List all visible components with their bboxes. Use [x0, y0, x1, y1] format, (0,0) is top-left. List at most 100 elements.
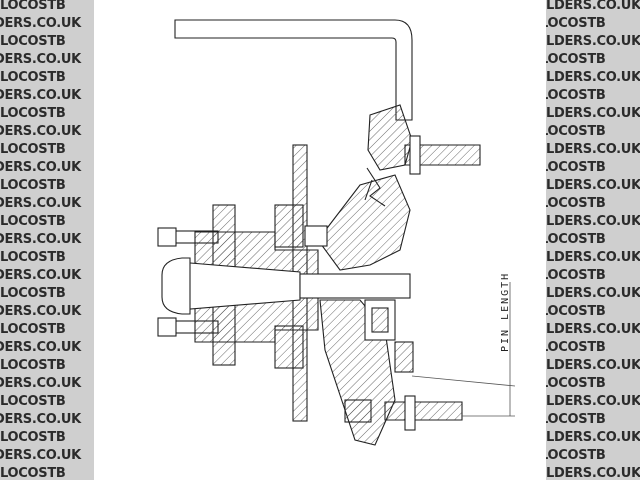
- watermark-text: LOCOSTB: [0, 0, 66, 13]
- main-shaft: [299, 273, 411, 299]
- watermark-text: LDERS.CO.UK: [546, 178, 640, 193]
- lower-pin-head: [404, 395, 416, 431]
- upper-pin-head: [409, 135, 421, 175]
- watermark-text: LDERS.CO.UK: [546, 322, 640, 337]
- watermark-text: LOCOSTB: [0, 34, 66, 49]
- watermark-text: LOCOSTB: [0, 214, 66, 229]
- watermark-row: LOCOSTB DERS.CO.UK: [0, 320, 94, 356]
- watermark-text: LOCOSTB: [0, 178, 66, 193]
- watermark-text: LOCOSTB: [546, 232, 606, 247]
- angled-carrier: [317, 174, 411, 271]
- watermark-row: LOCOSTB DERS.CO.UK: [0, 428, 94, 464]
- watermark-text: DERS.CO.UK: [0, 232, 81, 247]
- watermark-text: LOCOSTB: [546, 304, 606, 319]
- dimension-lines: [411, 282, 516, 417]
- watermark-text: LDERS.CO.UK: [546, 430, 640, 445]
- watermark-text: LDERS.CO.UK: [546, 286, 640, 301]
- watermark-text: DERS.CO.UK: [0, 268, 81, 283]
- watermark-text: LDERS.CO.UK: [546, 106, 640, 121]
- hub-step: [274, 204, 304, 248]
- watermark-text: LDERS.CO.UK: [546, 358, 640, 373]
- watermark-text: LOCOSTB: [0, 466, 66, 480]
- watermark-text: LOCOSTB: [546, 88, 606, 103]
- watermark-row: LDERS.CO.UK LOCOSTB: [546, 356, 640, 392]
- watermark-text: LOCOSTB: [546, 376, 606, 391]
- watermark-text: DERS.CO.UK: [0, 304, 81, 319]
- watermark-text: DERS.CO.UK: [0, 340, 81, 355]
- watermark-text: DERS.CO.UK: [0, 376, 81, 391]
- watermark-text: LDERS.CO.UK: [546, 394, 640, 409]
- part-outlines: [157, 19, 481, 446]
- watermark-text: LOCOSTB: [546, 196, 606, 211]
- watermark-text: LOCOSTB: [546, 412, 606, 427]
- watermark-text: LOCOSTB: [0, 322, 66, 337]
- nut-bottom: [157, 317, 177, 337]
- watermark-text: LOCOSTB: [546, 268, 606, 283]
- bearing-b: [371, 307, 389, 333]
- side-bolt: [394, 341, 414, 373]
- watermark-text: DERS.CO.UK: [0, 124, 81, 139]
- watermark-row: LOCOSTB DERS.CO.UK: [0, 176, 94, 212]
- watermark-row: LDERS.CO.UK LOCOSTB: [546, 428, 640, 464]
- watermark-text: LOCOSTB: [0, 430, 66, 445]
- pin-handle: [174, 19, 413, 121]
- watermark-row: LDERS.CO.UK LOCOSTB: [546, 104, 640, 140]
- watermark-row: LDERS.CO.UK LOCOSTB: [546, 140, 640, 176]
- upper-pin: [404, 144, 481, 166]
- watermark-row: LDERS.CO.UK LOCOSTB: [546, 248, 640, 284]
- watermark-left: LOCOSTB DERS.CO.UK LOCOSTB DERS.CO.UK LOCOST…: [0, 0, 94, 480]
- hub-step-lower: [274, 325, 304, 369]
- watermark-text: LOCOSTB: [546, 52, 606, 67]
- watermark-text: LDERS.CO.UK: [546, 142, 640, 157]
- watermark-text: DERS.CO.UK: [0, 16, 81, 31]
- lower-bolt: [344, 399, 372, 423]
- watermark-text: LOCOSTB: [0, 70, 66, 85]
- watermark-text: LDERS.CO.UK: [546, 0, 640, 13]
- watermark-row: LOCOSTB DERS.CO.UK: [0, 248, 94, 284]
- watermark-text: DERS.CO.UK: [0, 52, 81, 67]
- watermark-text: LDERS.CO.UK: [546, 466, 640, 480]
- watermark-row: LOCOSTB DERS.CO.UK: [0, 212, 94, 248]
- watermark-text: LOCOSTB: [0, 394, 66, 409]
- watermark-text: LOCOSTB: [546, 448, 606, 463]
- watermark-text: DERS.CO.UK: [0, 448, 81, 463]
- lower-pin: [384, 401, 463, 421]
- watermark-row: LOCOSTB DERS.CO.UK: [0, 0, 94, 32]
- watermark-row: LDERS.CO.UK LOCOSTB: [546, 212, 640, 248]
- watermark-text: LOCOSTB: [0, 286, 66, 301]
- watermark-text: LDERS.CO.UK: [546, 70, 640, 85]
- watermark-right: LDERS.CO.UK LOCOSTB LDERS.CO.UK LOCOSTB LDER…: [546, 0, 640, 480]
- watermark-row: LDERS.CO.UK LOCOSTB: [546, 68, 640, 104]
- watermark-text: LOCOSTB: [546, 340, 606, 355]
- watermark-row: LOCOSTB DERS.CO.UK: [0, 104, 94, 140]
- pin-length-label: PIN LENGTH: [500, 272, 511, 352]
- spring: [364, 167, 386, 207]
- nut-top: [157, 227, 177, 247]
- watermark-row: LDERS.CO.UK LOCOSTB: [546, 176, 640, 212]
- watermark-row: LDERS.CO.UK LOCOSTB: [546, 0, 640, 32]
- watermark-text: LDERS.CO.UK: [546, 34, 640, 49]
- watermark-text: LDERS.CO.UK: [546, 214, 640, 229]
- nose-cap: [161, 257, 191, 315]
- dim-ext-top: [411, 375, 516, 387]
- watermark-row: LOCOSTB DERS.CO.UK: [0, 284, 94, 320]
- watermark-text: LOCOSTB: [0, 250, 66, 265]
- watermark-row: LDERS.CO.UK LOCOSTB: [546, 320, 640, 356]
- watermark-text: LDERS.CO.UK: [546, 250, 640, 265]
- watermark-text: LOCOSTB: [546, 16, 606, 31]
- watermark-text: LOCOSTB: [546, 160, 606, 175]
- collar: [304, 225, 328, 247]
- watermark-text: LOCOSTB: [0, 106, 66, 121]
- watermark-text: DERS.CO.UK: [0, 196, 81, 211]
- watermark-row: LDERS.CO.UK LOCOSTB: [546, 284, 640, 320]
- watermark-row: LOCOSTB DERS.CO.UK: [0, 32, 94, 68]
- watermark-text: LOCOSTB: [546, 124, 606, 139]
